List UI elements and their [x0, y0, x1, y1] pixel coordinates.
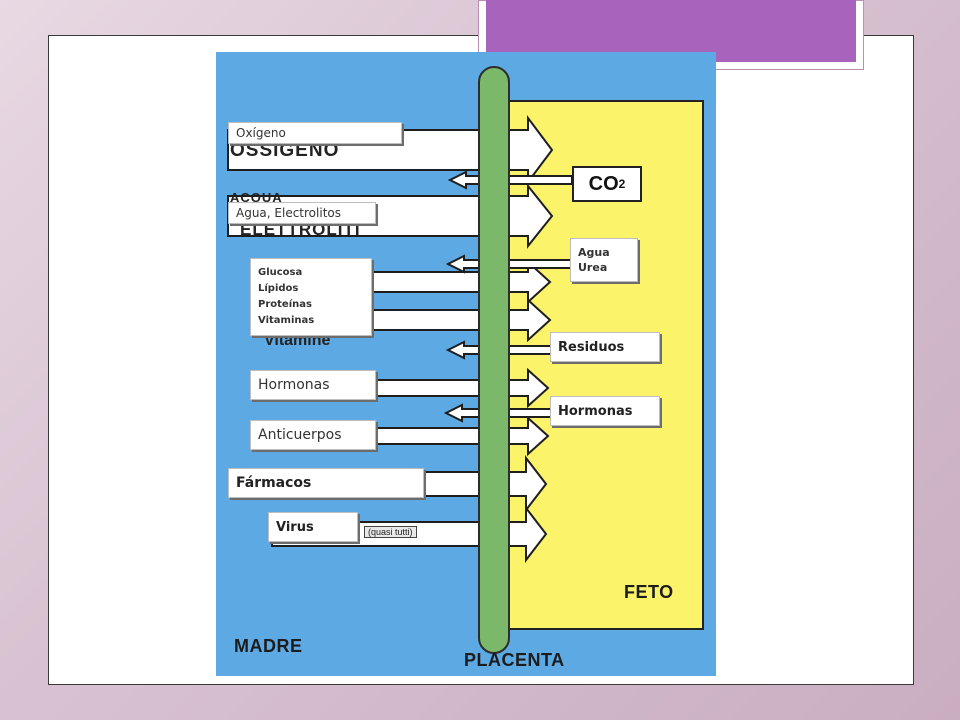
arrow-water-urea — [445, 254, 575, 274]
acqua-text: ACQUA — [230, 190, 283, 205]
label-glucose: Glucosa — [258, 267, 303, 278]
label-hormones-fetus: Hormonas — [550, 396, 660, 426]
arrow-water-electrolytes — [227, 183, 554, 249]
quasi-tutti-text: (quasi tutti) — [364, 526, 417, 538]
mother-label: MADRE — [234, 636, 303, 656]
fetus-label: FETO — [624, 582, 674, 602]
label-oxygen: Oxígeno — [228, 122, 402, 144]
label-vitamins: Vitaminas — [258, 315, 315, 326]
co2-subscript: 2 — [618, 177, 626, 191]
label-hormones-fetus-text: Hormonas — [558, 403, 633, 419]
label-virus: Virus — [268, 512, 358, 542]
label-virus-text: Virus — [276, 519, 314, 535]
label-oxygen-text: Oxígeno — [236, 126, 286, 140]
placenta-exchange-diagram: OSSIGENO ACQUA ELETTROLITI Vitamine (qua… — [216, 52, 716, 676]
arrow-co2 — [447, 170, 573, 190]
label-waste: Residuos — [550, 332, 660, 362]
label-hormones-mother: Hormonas — [250, 370, 376, 400]
placenta-label: PLACENTA — [464, 650, 565, 670]
label-drugs-text: Fármacos — [236, 475, 312, 491]
co2-label: CO — [588, 172, 619, 195]
label-water-urea: Agua Urea — [570, 238, 638, 282]
label-drugs: Fármacos — [228, 468, 424, 498]
label-antibodies: Anticuerpos — [250, 420, 376, 450]
label-antibodies-text: Anticuerpos — [258, 427, 342, 443]
label-proteins: Proteínas — [258, 299, 312, 310]
label-water-electrolytes-text: Agua, Electrolitos — [236, 206, 341, 220]
vitamine-text: Vitamine — [264, 332, 331, 349]
label-water: Agua — [578, 246, 610, 259]
label-water-electrolytes: Agua, Electrolitos — [228, 202, 376, 224]
elettroliti-text: ELETTROLITI — [240, 220, 361, 239]
label-nutrients: Glucosa Lípidos Proteínas Vitaminas — [250, 258, 372, 336]
ossigeno-text: OSSIGENO — [230, 140, 340, 161]
label-lipids: Lípidos — [258, 283, 299, 294]
placenta-membrane — [478, 66, 510, 654]
label-waste-text: Residuos — [558, 339, 625, 355]
label-hormones-mother-text: Hormonas — [258, 377, 330, 393]
label-urea: Urea — [578, 261, 608, 274]
title-accent-bar — [486, 0, 856, 62]
